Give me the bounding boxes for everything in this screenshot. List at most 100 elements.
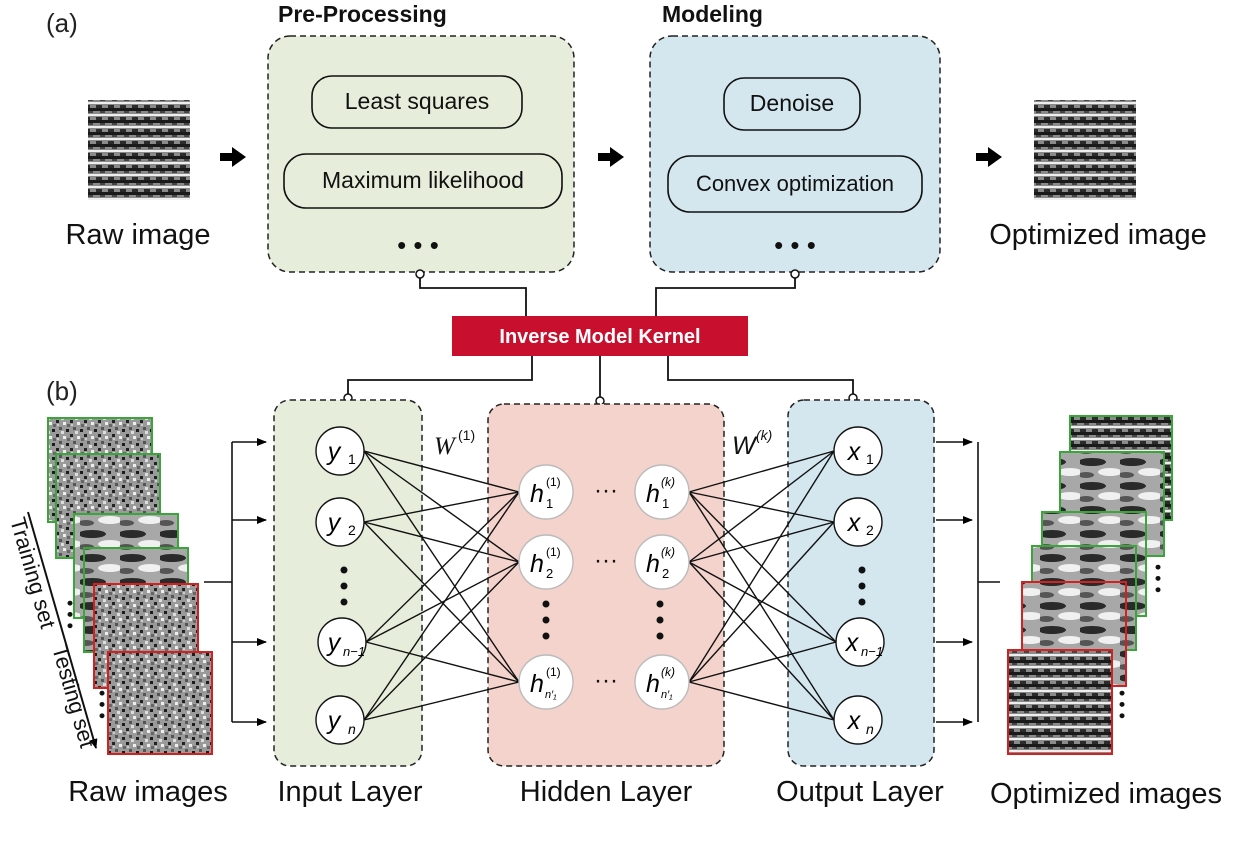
svg-text:1: 1 [866, 451, 874, 467]
edge [688, 491, 837, 643]
svg-text:2: 2 [662, 566, 669, 581]
edge [363, 450, 520, 493]
svg-text:2: 2 [866, 522, 874, 538]
hidden-node-ellipsis [542, 600, 550, 640]
svg-text:···: ··· [594, 477, 618, 504]
input-node: y n−1 [317, 617, 367, 667]
preprocessing-title: Pre-Processing [278, 1, 447, 27]
hidden-node-ellipsis [656, 600, 664, 640]
output-layer-caption: Output Layer [776, 776, 944, 808]
preprocessing-item-label: Least squares [345, 88, 489, 114]
svg-text:(1): (1) [546, 545, 561, 559]
preprocessing-ellipsis: • • • [397, 230, 439, 260]
raw-images-caption: Raw images [68, 776, 228, 808]
edge [363, 561, 520, 721]
hidden-nodes-last: h (k) 1 h (k) 2 h (k) n′₁ [634, 464, 690, 710]
svg-text:x: x [847, 707, 862, 735]
edge [688, 450, 835, 683]
panel-b-label: (b) [46, 376, 78, 406]
preprocessing-item-maximum-likelihood [283, 153, 563, 209]
output-node-ellipsis [858, 566, 866, 606]
kernel-connectors-bottom [347, 356, 854, 398]
modeling-item-convex-optimization [667, 155, 923, 213]
hidden-node: h (1) 1 [518, 464, 574, 520]
svg-text:• • •: • • • [92, 690, 112, 719]
output-node: x 2 [833, 497, 883, 547]
modeling-item-label: Convex optimization [696, 171, 894, 196]
hidden-nodes-first: h (1) 1 h (1) 2 h (1) n′₁ [518, 464, 574, 710]
input-node-ellipsis [340, 566, 348, 606]
input-nodes: y 1 y 2 y n−1 y n [315, 426, 367, 745]
hidden-layer-caption: Hidden Layer [520, 776, 693, 808]
svg-text:W: W [434, 433, 457, 460]
preprocessing-item-label: Maximum likelihood [322, 167, 524, 193]
svg-text:1: 1 [546, 496, 553, 511]
raw-image-caption: Raw image [65, 219, 210, 251]
svg-text:h: h [646, 480, 660, 508]
edge [688, 521, 835, 563]
hidden-layer-box [487, 403, 725, 767]
modeling-ellipsis: • • • [774, 230, 816, 260]
output-fanin [936, 438, 1000, 726]
raw-images-stack: • • • • • • [47, 417, 213, 755]
raw-image-thumbnail [88, 100, 190, 200]
edge [688, 681, 835, 721]
edge [688, 561, 837, 643]
svg-text:y: y [326, 438, 342, 466]
svg-text:h: h [646, 670, 660, 698]
svg-text:n−1: n−1 [861, 644, 883, 659]
edge [363, 681, 520, 721]
dataset-axis [27, 511, 98, 749]
hidden-node: h (1) n′₁ [518, 654, 574, 710]
edge [365, 561, 520, 643]
svg-text:(k): (k) [661, 475, 675, 489]
input-fanout [204, 438, 267, 726]
svg-text:h: h [530, 670, 544, 698]
arrow-to-optimized [976, 147, 1002, 167]
preprocessing-item-least-squares [311, 75, 523, 129]
output-node: x n [833, 695, 883, 745]
svg-text:1: 1 [348, 451, 356, 467]
svg-text:(1): (1) [546, 665, 561, 679]
svg-text:n−1: n−1 [343, 644, 365, 659]
modeling-box [649, 35, 941, 273]
training-set-label: Training set [5, 514, 60, 631]
svg-text:2: 2 [546, 566, 553, 581]
svg-text:···: ··· [594, 547, 618, 574]
optimized-images-caption: Optimized images [990, 778, 1222, 810]
svg-text:n′₁: n′₁ [545, 689, 557, 701]
edge [363, 491, 520, 523]
edge [365, 491, 520, 643]
panel-a-label: (a) [46, 8, 78, 38]
svg-text:n′₁: n′₁ [661, 689, 673, 701]
hidden-node: h (1) 2 [518, 534, 574, 590]
weight-label-last: W (k) [732, 427, 772, 460]
svg-text:h: h [530, 480, 544, 508]
svg-text:h: h [646, 550, 660, 578]
edge [688, 521, 835, 683]
edge [365, 641, 520, 683]
svg-text:1: 1 [662, 496, 669, 511]
edge [688, 491, 835, 721]
edge [363, 521, 520, 563]
modeling-title: Modeling [662, 1, 763, 27]
svg-text:x: x [845, 629, 860, 657]
output-node: x 1 [833, 426, 883, 476]
svg-text:y: y [326, 509, 342, 537]
input-node: y 1 [315, 426, 365, 476]
optimized-image-caption: Optimized image [989, 219, 1207, 251]
arrow-to-modeling [598, 147, 624, 167]
edge [688, 561, 835, 721]
output-node: x n−1 [835, 617, 885, 667]
input-node: y 2 [315, 497, 365, 547]
svg-text:n: n [348, 721, 356, 737]
svg-text:(k): (k) [661, 545, 675, 559]
svg-text:W: W [732, 432, 758, 460]
weight-label-first: W (1) [434, 427, 475, 460]
input-layer-box [273, 399, 423, 767]
svg-text:n: n [866, 721, 874, 737]
svg-text:(1): (1) [458, 427, 475, 443]
inverse-model-kernel [452, 316, 748, 356]
edge [688, 450, 835, 563]
